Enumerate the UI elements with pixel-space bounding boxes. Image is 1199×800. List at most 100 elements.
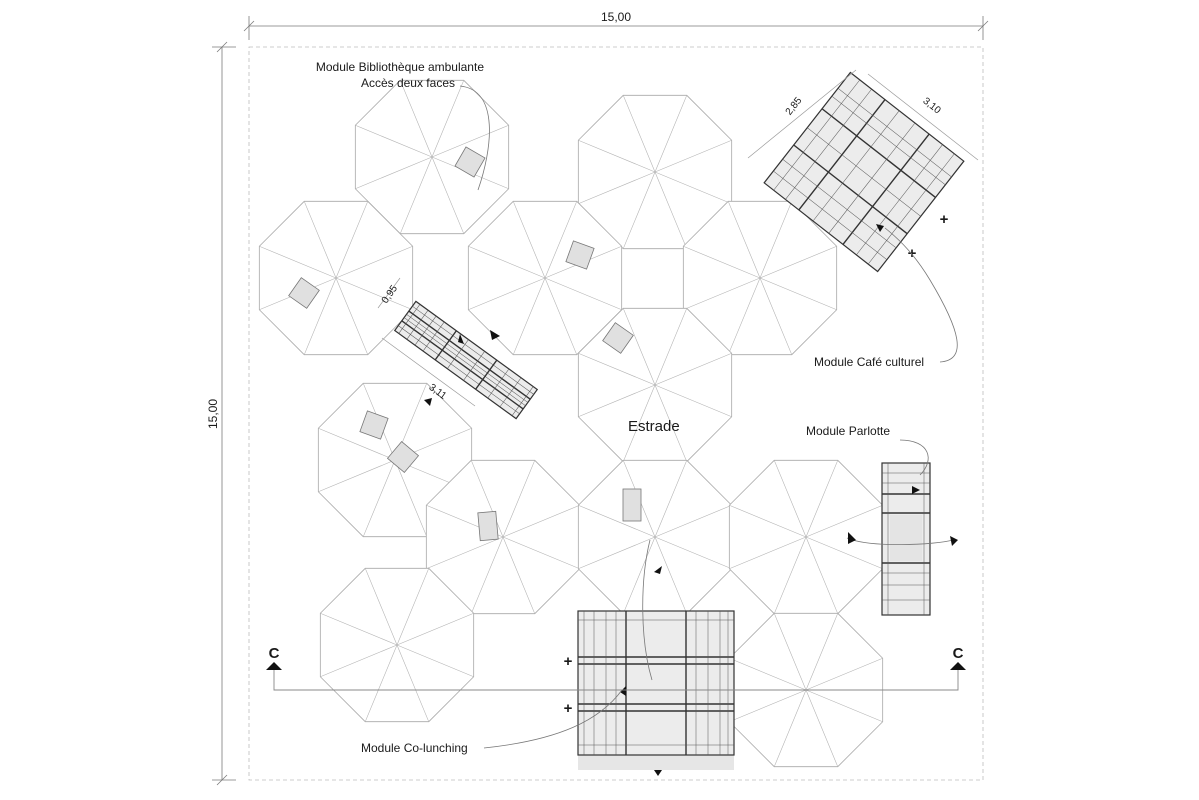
canopy-rib	[683, 245, 761, 279]
canopy-rib	[355, 156, 433, 190]
canopy-rib	[805, 536, 839, 614]
canopy-rib	[622, 536, 656, 614]
canopy-rib	[654, 384, 732, 418]
canopy-rib	[654, 171, 732, 205]
canopy-rib	[468, 277, 546, 311]
canopy-rib	[578, 504, 656, 538]
canopy-rib	[805, 504, 883, 538]
canopy-rib	[727, 277, 761, 355]
canopy-rib	[654, 536, 688, 614]
canopy-rib	[512, 201, 546, 279]
canopy-rib	[578, 536, 656, 570]
seat-4	[602, 322, 634, 354]
cafe-leader	[884, 227, 958, 363]
module-co-lunching	[577, 610, 735, 770]
plus-sign-1: +	[940, 211, 949, 228]
seat-6	[386, 440, 420, 474]
seat-2	[454, 146, 486, 178]
canopy-rib	[335, 277, 413, 311]
canopy-rib	[654, 352, 732, 386]
canopy-rib	[355, 124, 433, 158]
canopy-rib	[805, 536, 883, 570]
label-bibliotheque-line1: Module Bibliothèque ambulante	[316, 60, 484, 74]
canopy-rib	[654, 460, 688, 538]
canopy-rib	[468, 245, 546, 279]
canopy-rib	[654, 384, 688, 462]
canopy-rib	[470, 536, 504, 614]
canopy-rib	[303, 277, 337, 355]
canopy-rib	[622, 171, 656, 249]
plus-sign-3: +	[564, 653, 573, 670]
canopy-rib	[654, 536, 732, 570]
canopy-rib	[335, 201, 369, 279]
canopy-rib	[362, 459, 396, 537]
canopy-rib	[773, 460, 807, 538]
canopy-rib	[578, 384, 656, 418]
top-dimension-text: 15,00	[601, 10, 631, 24]
canopy-rib	[729, 657, 807, 691]
label-estrade: Estrade	[628, 418, 680, 435]
canopy-rib	[318, 427, 396, 461]
left-dimension-text: 15,00	[206, 399, 220, 429]
plus-sign-2: +	[908, 245, 917, 262]
canopy-rib	[654, 171, 688, 249]
umbrella-canopies	[258, 79, 884, 768]
canopy-rib	[773, 613, 807, 691]
canopy-rib	[544, 201, 578, 279]
canopy-rib	[759, 201, 793, 279]
canopy-rib	[805, 657, 883, 691]
canopy-rib	[396, 644, 430, 722]
canopy-rib	[396, 568, 430, 646]
seat-1	[288, 277, 320, 309]
colunching-arrow-up	[654, 566, 662, 574]
canopy-rib	[759, 245, 837, 279]
canopy-rib	[426, 536, 504, 570]
label-colunching: Module Co-lunching	[361, 741, 468, 755]
cafe-length-text: 3,10	[920, 96, 942, 117]
seat-5	[359, 410, 389, 440]
canopy-rib	[805, 613, 839, 691]
canopy-rib	[759, 277, 793, 355]
canopy-rib	[364, 568, 398, 646]
canopy-rib	[654, 95, 688, 173]
estrade-leader	[642, 539, 653, 681]
label-parlotte: Module Parlotte	[806, 424, 890, 438]
seat-8	[622, 488, 642, 522]
canopy-rib	[512, 277, 546, 355]
canopy-rib	[805, 689, 839, 767]
canopy-rib	[805, 460, 839, 538]
bibliotheque-leader	[459, 85, 490, 191]
seat-7	[477, 510, 499, 542]
canopy-rib	[431, 156, 465, 234]
canopy-rib	[394, 459, 428, 537]
canopy-rib	[727, 201, 761, 279]
section-mark-right: C	[953, 645, 964, 662]
canopy-rib	[622, 384, 656, 462]
canopy-rib	[399, 80, 433, 158]
seating-squares	[288, 146, 642, 542]
canopy-rib	[578, 352, 656, 386]
canopy-rib	[335, 245, 413, 279]
canopy-rib	[396, 612, 474, 646]
canopy-rib	[578, 139, 656, 173]
module-parlotte	[881, 462, 931, 616]
canopy-rib	[259, 245, 337, 279]
canopy-rib	[320, 612, 398, 646]
parlotte-leader	[899, 439, 929, 476]
canopy-rib	[773, 689, 807, 767]
canopy-rib	[502, 536, 536, 614]
parlotte-arc	[846, 537, 954, 546]
section-mark-left: C	[269, 645, 280, 662]
label-cafe: Module Café culturel	[814, 355, 924, 369]
canopy-rib	[399, 156, 433, 234]
canopy-rib	[622, 95, 656, 173]
canopy-rib	[805, 689, 883, 723]
canopy-rib	[502, 536, 580, 570]
module-bibliotheque	[393, 300, 539, 420]
canopy-rib	[396, 644, 474, 678]
canopy-rib	[502, 460, 536, 538]
canopy-rib	[683, 277, 761, 311]
canopy-rib	[578, 171, 656, 205]
canopy-rib	[544, 277, 622, 311]
canopy-rib	[318, 459, 396, 493]
